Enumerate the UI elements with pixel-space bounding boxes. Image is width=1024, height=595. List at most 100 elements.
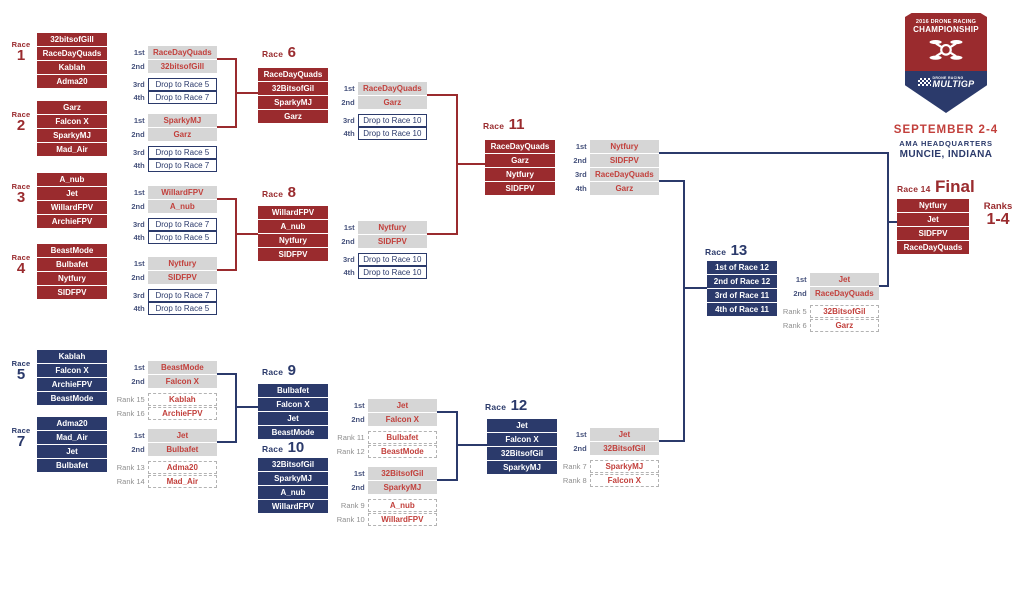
result-position-label: 3rd (343, 255, 355, 264)
result-position-label: Rank 12 (336, 447, 365, 456)
result-position-label: 1st (133, 116, 145, 125)
result-position-label: 3rd (133, 220, 145, 229)
result-position-label: 2nd (573, 444, 587, 453)
win-box: Garz (357, 96, 427, 109)
win-box: 32BitsofGil (367, 467, 437, 480)
race-number: 3 (16, 189, 26, 206)
race-12-title: Race 12 (485, 397, 527, 415)
pilot-box: 2nd of Race 12 (707, 275, 777, 288)
win-box: 32bitsofGill (147, 60, 217, 73)
drop-box: Drop to Race 7 (147, 159, 217, 172)
bracket-line (235, 233, 258, 235)
rank-box: SparkyMJ (589, 460, 659, 473)
win-box: BeastMode (147, 361, 217, 374)
pilot-box: SIDFPV (897, 227, 969, 240)
win-box: SparkyMJ (147, 114, 217, 127)
race-word: Race (262, 189, 284, 199)
result-position-label: 1st (133, 48, 145, 57)
result-position-label: Rank 11 (337, 433, 365, 442)
pilot-box: 3rd of Race 11 (707, 289, 777, 302)
pilot-box: WillardFPV (37, 201, 107, 214)
pilot-box: Jet (258, 412, 328, 425)
win-box: SIDFPV (147, 271, 217, 284)
bracket-line (427, 94, 458, 96)
result-position-label: 4th (343, 268, 355, 277)
race-word: Race (11, 40, 31, 49)
race-number: 5 (16, 366, 26, 383)
drone-icon (929, 39, 963, 60)
race-word: Race (11, 182, 31, 191)
event-location: MUNCIE, INDIANA (899, 149, 993, 160)
drop-box: Drop to Race 5 (147, 302, 217, 315)
win-box: SIDFPV (357, 235, 427, 248)
race-word: Race (11, 426, 31, 435)
bracket-line (659, 180, 685, 182)
pilot-box: RaceDayQuads (897, 241, 969, 254)
result-position-label: Rank 5 (782, 307, 807, 316)
result-position-label: 2nd (131, 445, 145, 454)
pilot-box: Garz (258, 110, 328, 123)
race-word: Race (262, 444, 284, 454)
bracket-line (456, 163, 485, 165)
result-position-label: 4th (133, 161, 145, 170)
bracket-line (887, 152, 889, 287)
result-position-label: 4th (575, 184, 587, 193)
race-11-title: Race 11 (483, 116, 524, 134)
pilot-box: ArchieFPV (37, 378, 107, 391)
race-number: 6 (287, 44, 296, 61)
race-number: 12 (510, 397, 528, 414)
result-position-label: 2nd (131, 130, 145, 139)
bracket-line (437, 479, 458, 481)
win-box: 32BitsofGil (589, 442, 659, 455)
race-9-title: Race 9 (262, 362, 296, 380)
drop-box: Drop to Race 10 (357, 114, 427, 127)
bracket-line (217, 441, 237, 443)
pilot-box: WillardFPV (258, 500, 328, 513)
bracket-line (217, 198, 237, 200)
race-word: Race (11, 359, 31, 368)
bracket-line (217, 58, 237, 60)
result-position-label: Rank 6 (782, 321, 807, 330)
pilot-box: Falcon X (258, 398, 328, 411)
drop-box: Drop to Race 10 (357, 266, 427, 279)
result-position-label: 2nd (351, 415, 365, 424)
bracket-line (879, 285, 889, 287)
race-word: Race (11, 253, 31, 262)
pilot-box: Falcon X (487, 433, 557, 446)
pilot-box: BeastMode (37, 244, 107, 257)
